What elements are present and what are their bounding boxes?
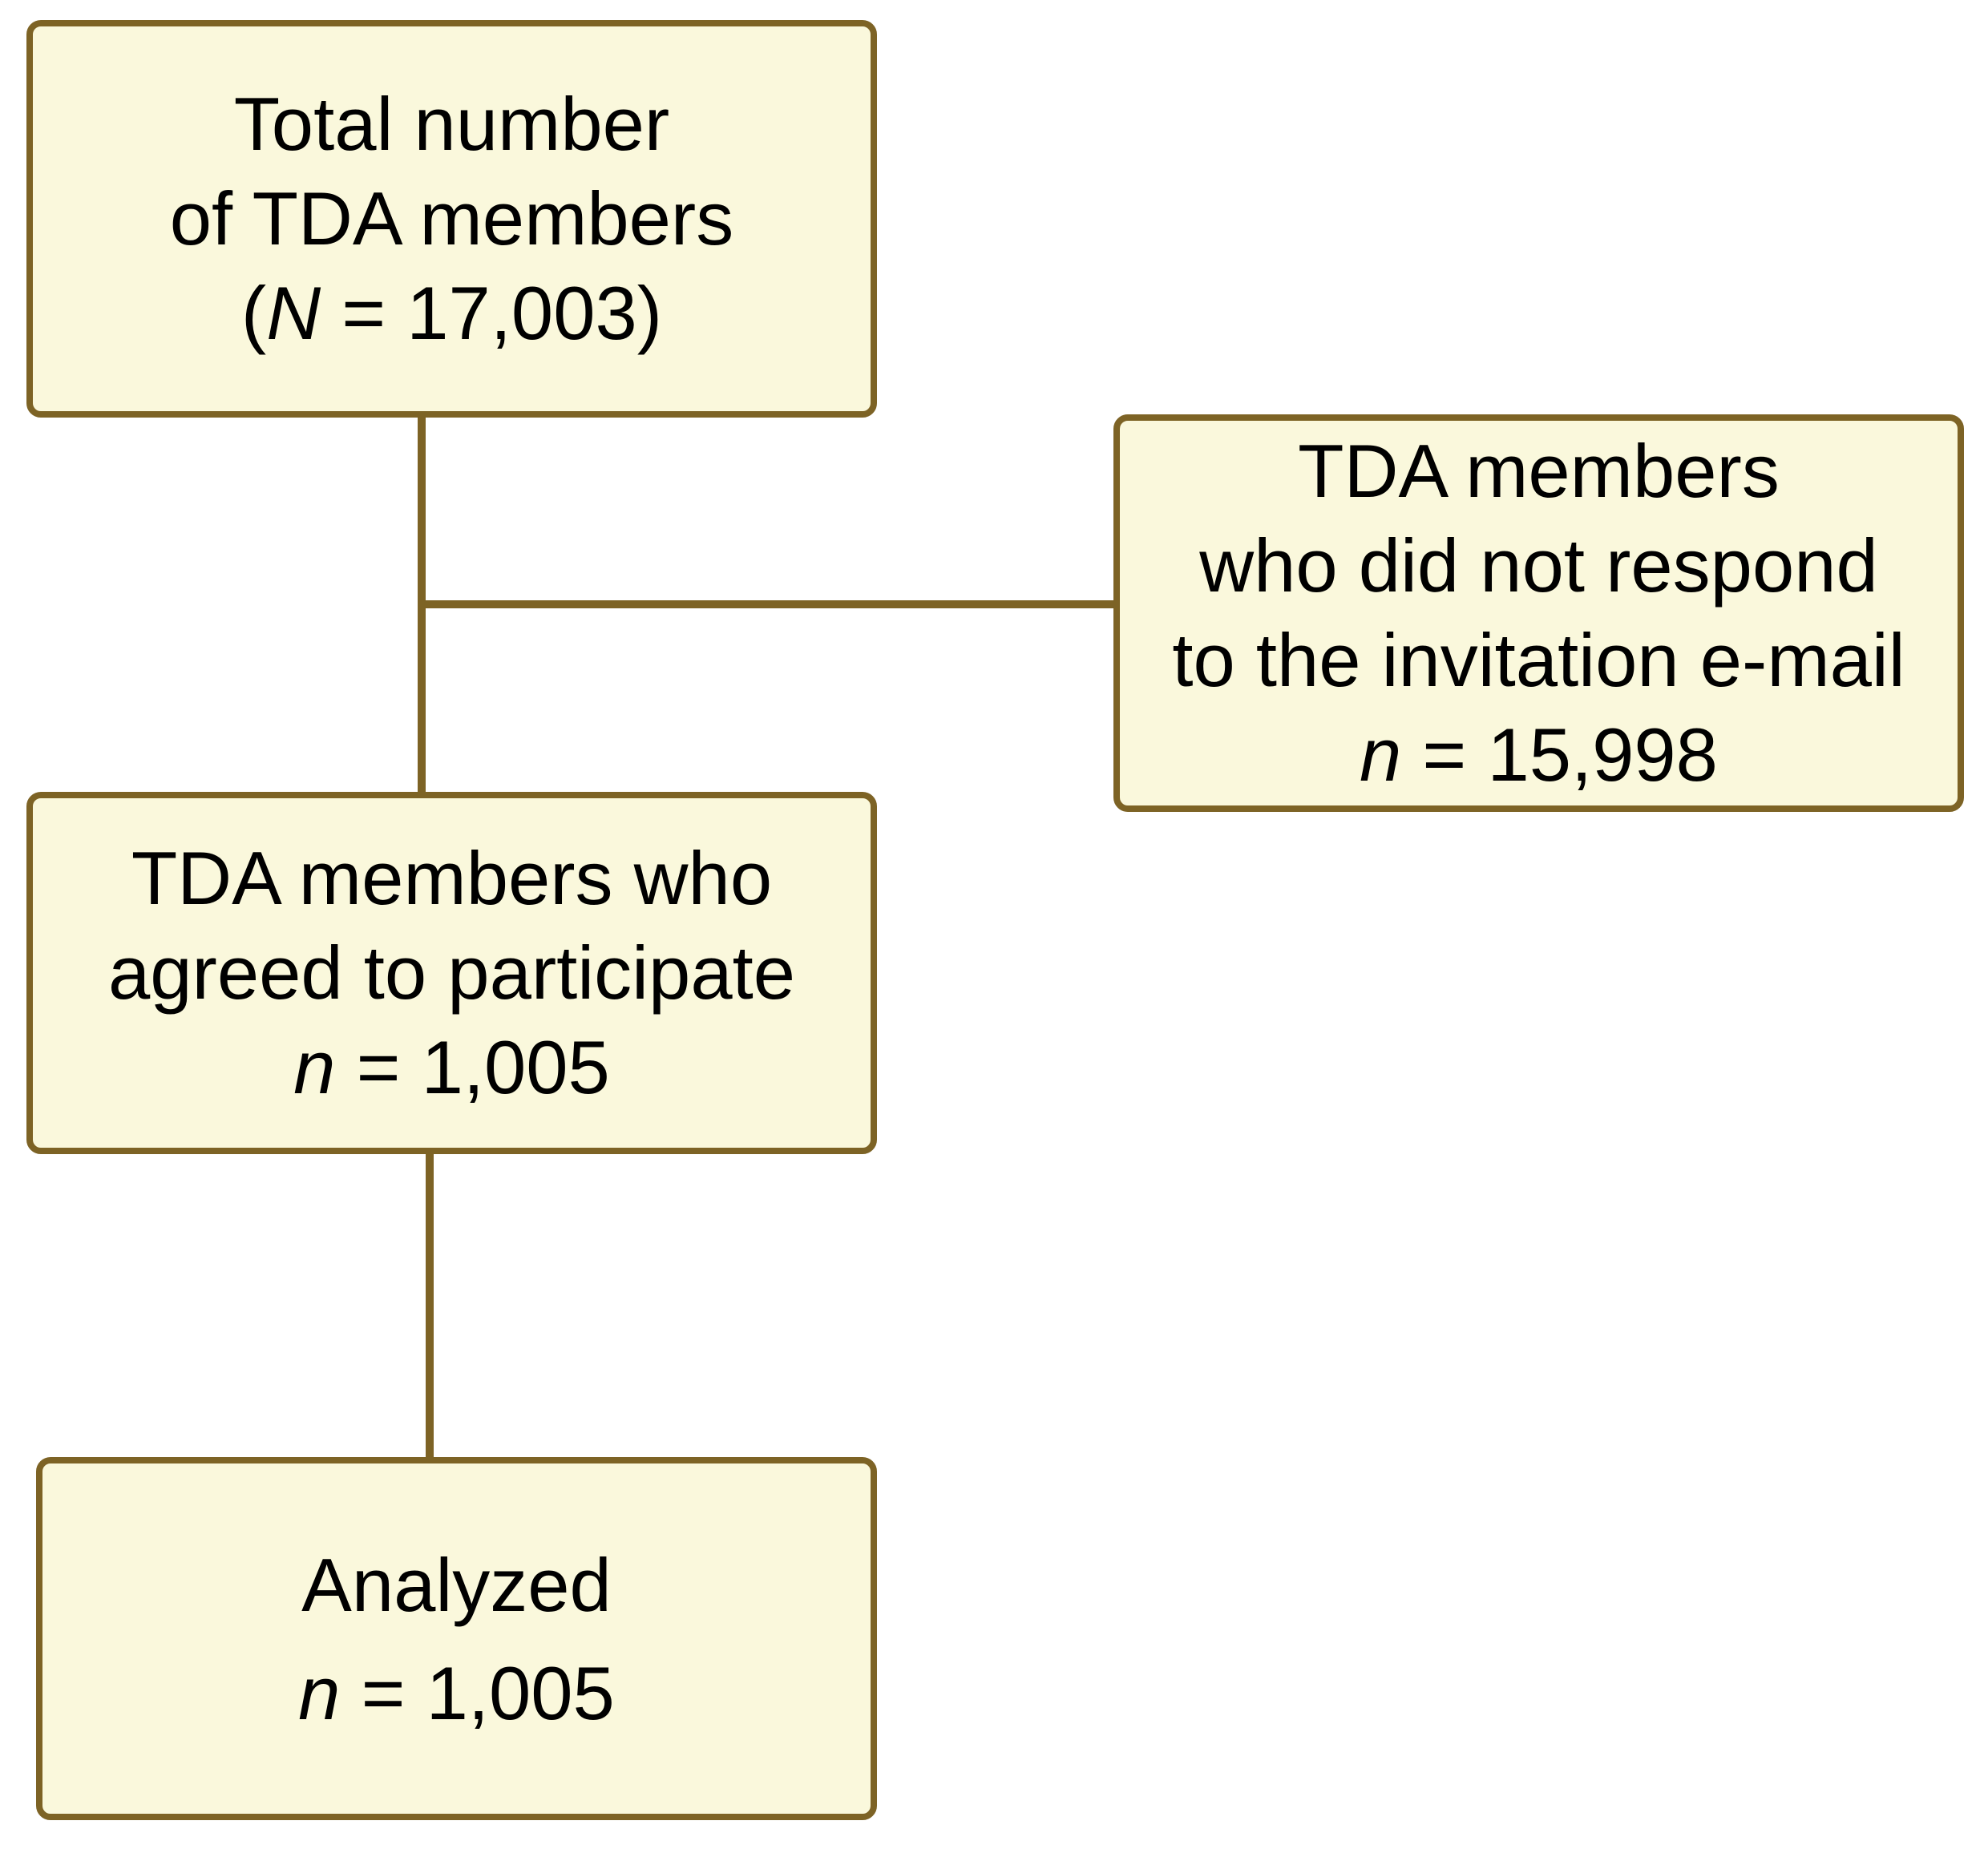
connector-agreed-to-analyzed bbox=[426, 1154, 434, 1457]
node-nonresponders-line2: who did not respond bbox=[1199, 523, 1878, 608]
node-analyzed: Analyzed n = 1,005 bbox=[36, 1457, 877, 1820]
node-total-line2: of TDA members bbox=[169, 176, 734, 260]
node-total-members: Total number of TDA members (N = 17,003) bbox=[26, 20, 877, 418]
connector-branch-to-nonresponders bbox=[418, 600, 1113, 608]
node-analyzed-count: n = 1,005 bbox=[298, 1639, 615, 1747]
node-total-count-value: = 17,003) bbox=[321, 271, 663, 355]
node-agreed-line1: TDA members who bbox=[131, 836, 773, 920]
node-agreed-participants: TDA members who agreed to participate n … bbox=[26, 792, 877, 1154]
node-agreed-count-var: n bbox=[293, 1025, 336, 1109]
node-nonresponders-count-var: n bbox=[1360, 713, 1402, 797]
node-nonresponders-line3: to the invitation e-mail bbox=[1172, 618, 1905, 702]
node-agreed-line2: agreed to participate bbox=[107, 931, 795, 1015]
node-nonresponders-line1: TDA members bbox=[1298, 429, 1780, 513]
node-total-line1: Total number bbox=[233, 82, 670, 166]
node-nonresponders-count-value: = 15,998 bbox=[1401, 713, 1718, 797]
node-analyzed-count-var: n bbox=[298, 1650, 341, 1735]
node-agreed-count-value: = 1,005 bbox=[335, 1025, 610, 1109]
node-nonresponders: TDA members who did not respond to the i… bbox=[1113, 414, 1964, 812]
node-analyzed-line1: Analyzed bbox=[301, 1542, 612, 1627]
node-agreed-count: n = 1,005 bbox=[293, 1020, 610, 1115]
node-nonresponders-count: n = 15,998 bbox=[1360, 708, 1718, 802]
node-total-count-open: ( bbox=[240, 271, 267, 355]
node-analyzed-count-value: = 1,005 bbox=[340, 1650, 615, 1735]
node-total-count-var: N bbox=[266, 271, 321, 355]
node-total-count: (N = 17,003) bbox=[241, 266, 662, 361]
